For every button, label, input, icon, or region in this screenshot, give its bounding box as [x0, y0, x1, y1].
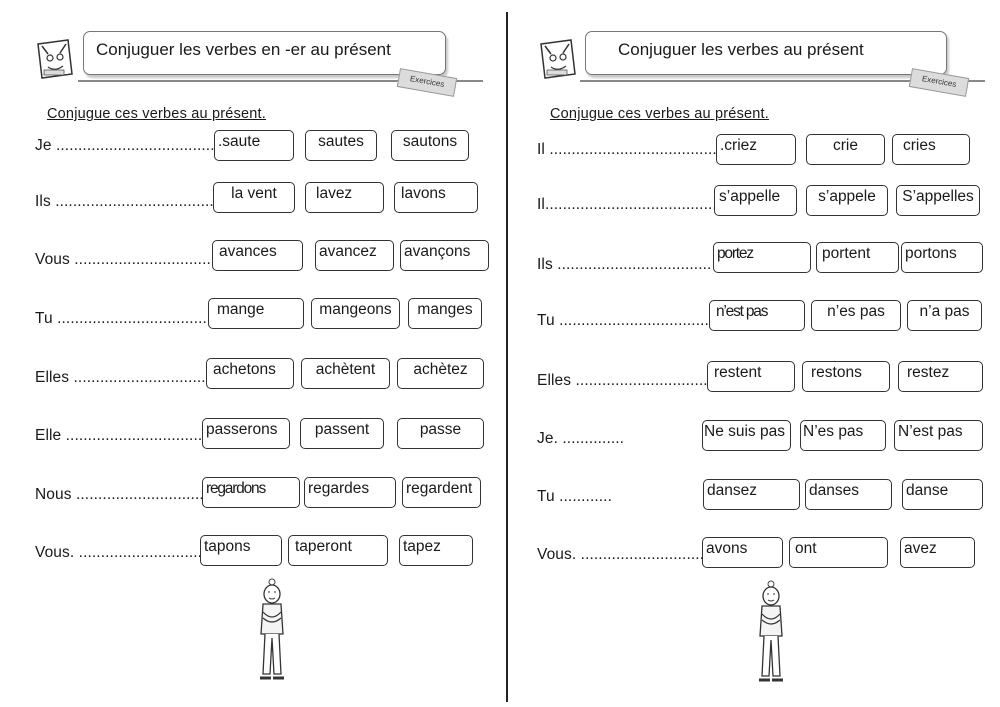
subject-prompt: Ils ....................................…: [35, 193, 215, 210]
answer-option[interactable]: restez: [898, 361, 983, 392]
page-title: Conjuguer les verbes en -er au présent: [96, 40, 391, 59]
answer-option[interactable]: n’est pas: [709, 300, 805, 331]
subject-prompt: Elle ...................................…: [35, 427, 203, 444]
answer-option[interactable]: lavez: [305, 182, 384, 213]
page-title: Conjuguer les verbes au présent: [618, 40, 864, 59]
exercise-row: Je .....................................…: [0, 130, 500, 166]
title-box: Conjuguer les verbes au présent: [585, 31, 947, 75]
answer-option[interactable]: S’appelles: [896, 185, 980, 216]
answer-option[interactable]: Ne suis pas: [702, 420, 791, 451]
subject-prompt: Ils ....................................…: [537, 256, 711, 273]
title-box: Conjuguer les verbes en -er au présent: [83, 31, 446, 75]
exercise-row: Tu .....................................…: [505, 300, 1000, 336]
answer-option[interactable]: .criez: [716, 134, 796, 165]
answer-option[interactable]: achetons: [206, 358, 294, 389]
title-underline: [78, 80, 483, 82]
answer-option[interactable]: regardes: [304, 477, 396, 508]
answer-option[interactable]: restent: [707, 361, 795, 392]
subject-prompt: Vous ...................................…: [35, 251, 213, 268]
worksheet-right: Conjuguer les verbes au présent Exercice…: [505, 0, 1000, 707]
subject-prompt: Tu .....................................…: [537, 312, 709, 329]
exercise-row: Il .....................................…: [505, 134, 1000, 170]
answer-option[interactable]: sautons: [391, 130, 469, 161]
exercise-row: Je. .............. Ne suis pas N’es pas …: [505, 420, 1000, 456]
answer-option[interactable]: ont: [789, 537, 888, 568]
boy-figure-illustration: [759, 580, 783, 682]
answer-option[interactable]: avez: [900, 537, 975, 568]
subject-prompt: Il......................................…: [537, 196, 715, 213]
exercise-tag: Exercices: [908, 68, 970, 97]
answer-option[interactable]: n’a pas: [907, 300, 982, 331]
answer-option[interactable]: passent: [300, 418, 384, 449]
answer-option[interactable]: tapons: [200, 535, 282, 566]
answer-option[interactable]: mange: [208, 298, 304, 329]
answer-option[interactable]: achètez: [397, 358, 484, 389]
exercise-row: Ils ....................................…: [505, 242, 1000, 278]
exercise-row: Elle ...................................…: [0, 418, 500, 454]
exercise-row: Elles ..................................…: [505, 361, 1000, 397]
answer-option[interactable]: portez: [713, 242, 811, 273]
subject-prompt: Elles ..................................…: [35, 369, 207, 386]
answer-option[interactable]: taperont: [288, 535, 388, 566]
verbes-mascot-icon: [37, 39, 73, 79]
answer-option[interactable]: n’es pas: [811, 300, 901, 331]
instruction: Conjugue ces verbes au présent.: [47, 106, 266, 122]
answer-option[interactable]: regardent: [402, 477, 481, 508]
answer-option[interactable]: manges: [408, 298, 482, 329]
subject-prompt: Elles ..................................…: [537, 372, 707, 389]
answer-option[interactable]: tapez: [399, 535, 473, 566]
subject-prompt: Nous ...................................…: [35, 486, 203, 503]
answer-option[interactable]: sautes: [305, 130, 377, 161]
subject-prompt: Il .....................................…: [537, 141, 717, 158]
answer-option[interactable]: danse: [902, 479, 983, 510]
answer-option[interactable]: dansez: [703, 479, 800, 510]
exercise-tag: Exercices: [396, 68, 458, 97]
exercise-row: Nous ...................................…: [0, 477, 500, 513]
answer-option[interactable]: avances: [212, 240, 303, 271]
answer-option[interactable]: s’appele: [806, 185, 888, 216]
answer-option[interactable]: .saute: [214, 130, 294, 161]
verbes-mascot-icon: [540, 39, 576, 79]
worksheet-left: Conjuguer les verbes en -er au présent E…: [0, 31, 500, 680]
answer-option[interactable]: regardons: [202, 477, 300, 508]
exercise-row: Elles ..................................…: [0, 358, 500, 394]
exercise-row: Tu .....................................…: [0, 298, 500, 334]
exercise-row: Tu ............ dansez danses danse: [505, 479, 1000, 515]
subject-prompt: Vous. ..................................…: [35, 544, 201, 561]
instruction: Conjugue ces verbes au présent.: [550, 106, 769, 122]
answer-option[interactable]: portons: [901, 242, 983, 273]
answer-option[interactable]: N’es pas: [800, 420, 886, 451]
answer-option[interactable]: la vent: [213, 182, 295, 213]
exercise-row: Ils ....................................…: [0, 182, 500, 218]
exercise-row: Vous. ..................................…: [0, 535, 500, 571]
answer-option[interactable]: avancez: [315, 240, 394, 271]
answer-option[interactable]: restons: [802, 361, 890, 392]
exercise-row: Il......................................…: [505, 185, 1000, 221]
answer-option[interactable]: portent: [816, 242, 899, 273]
answer-option[interactable]: danses: [805, 479, 892, 510]
answer-option[interactable]: avons: [702, 537, 783, 568]
title-underline: [580, 80, 985, 82]
exercise-row: Vous ...................................…: [0, 240, 500, 276]
subject-prompt: Tu ............: [537, 488, 612, 505]
answer-option[interactable]: passe: [397, 418, 484, 449]
subject-prompt: Tu .....................................…: [35, 310, 209, 327]
answer-option[interactable]: mangeons: [311, 298, 400, 329]
answer-option[interactable]: N’est pas: [894, 420, 983, 451]
answer-option[interactable]: lavons: [394, 182, 478, 213]
subject-prompt: Je .....................................…: [35, 137, 215, 154]
boy-figure-illustration: [260, 578, 284, 680]
page-divider: [506, 12, 508, 702]
answer-option[interactable]: crie: [806, 134, 885, 165]
answer-option[interactable]: s’appelle: [714, 185, 797, 216]
answer-option[interactable]: cries: [892, 134, 970, 165]
answer-option[interactable]: passerons: [202, 418, 290, 449]
answer-option[interactable]: achètent: [301, 358, 390, 389]
subject-prompt: Vous. ..................................…: [537, 546, 703, 563]
exercise-row: Vous. ..................................…: [505, 537, 1000, 573]
answer-option[interactable]: avançons: [400, 240, 489, 271]
subject-prompt: Je. ..............: [537, 430, 625, 447]
